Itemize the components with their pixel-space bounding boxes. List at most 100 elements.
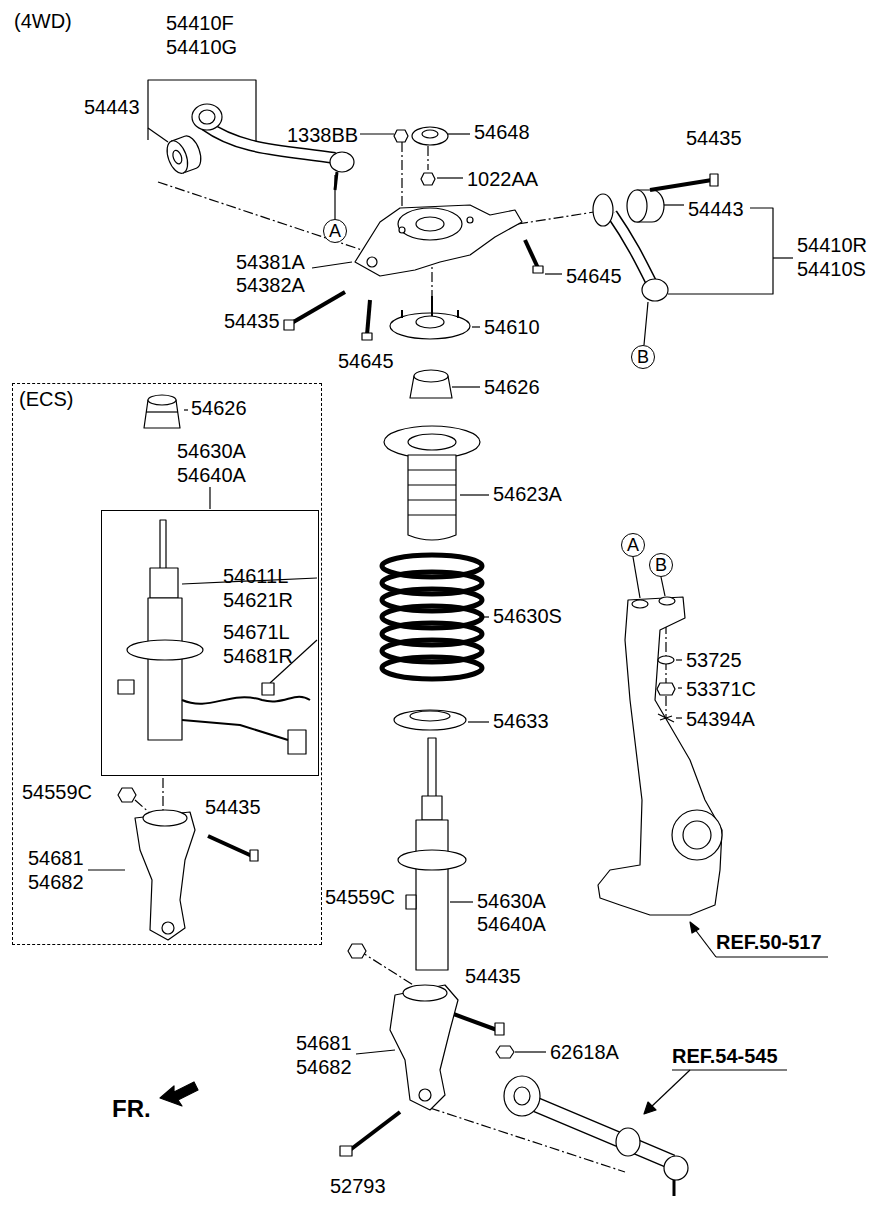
dash-dot-line xyxy=(430,1108,625,1172)
leader-line xyxy=(633,557,640,598)
upper-control-arm xyxy=(335,172,337,190)
washer-nut-pin xyxy=(657,683,675,695)
callout-circle: A xyxy=(621,533,645,557)
bolt xyxy=(284,320,294,330)
reference-label: REF.50-517 xyxy=(716,931,822,953)
leader-line xyxy=(184,409,188,410)
lower-arm xyxy=(664,1156,688,1180)
upper-control-arm xyxy=(330,152,354,172)
callout-letter: B xyxy=(655,556,667,574)
bushing xyxy=(163,138,192,176)
reference-arrow xyxy=(644,922,828,1114)
variant-note: (4WD) xyxy=(14,10,72,32)
bushing xyxy=(171,149,183,165)
callout-number: 54410G xyxy=(166,36,237,58)
leader-line xyxy=(148,128,168,142)
leader-line xyxy=(448,133,470,134)
callout-number: 54410S xyxy=(797,258,866,280)
callout-number: 54633 xyxy=(493,710,549,732)
callout-number: 62618A xyxy=(550,1041,619,1063)
reference-label: REF.54-545 xyxy=(672,1045,778,1067)
leader-line xyxy=(88,869,125,870)
upper-control-arm xyxy=(199,110,215,124)
callout-number: 53725 xyxy=(686,649,742,671)
leader-line xyxy=(668,208,773,294)
spring-seat-boot xyxy=(408,455,456,540)
lower-arm xyxy=(504,1076,688,1196)
leader-line xyxy=(678,687,682,688)
callout-number: 54626 xyxy=(484,376,540,398)
strut-fork xyxy=(135,812,195,940)
callout-number: 54645 xyxy=(338,350,394,372)
callout-number: 54671L xyxy=(223,621,290,643)
strut-fork xyxy=(162,922,174,934)
spring-pad xyxy=(394,710,466,730)
dash-dot-line xyxy=(427,146,428,170)
spring-pad xyxy=(410,711,450,721)
dash-dot-line xyxy=(358,950,418,988)
leader-line xyxy=(437,177,463,178)
leader-line xyxy=(356,1050,395,1054)
callout-letter: A xyxy=(329,222,341,240)
ecs-strut xyxy=(118,520,310,754)
nut xyxy=(394,130,435,185)
callout-number: 54410F xyxy=(166,12,234,34)
ecs-strut xyxy=(150,568,178,598)
steering-knuckle xyxy=(598,597,722,915)
callout-number: 54611L xyxy=(223,565,288,587)
ecs-strut xyxy=(288,730,306,754)
strut-mount-bracket xyxy=(367,257,377,267)
dash-dot-line xyxy=(401,142,402,212)
coil-spring xyxy=(382,657,482,679)
callout-number: 54410R xyxy=(797,234,867,256)
leader-line xyxy=(515,1051,546,1052)
insulator xyxy=(390,296,470,339)
lower-arm xyxy=(514,1087,530,1105)
callout-number: 54630A xyxy=(177,440,246,462)
callout-number: (ECS) xyxy=(19,388,73,410)
strut-mount-bracket xyxy=(399,227,405,233)
callout-number: 1022AA xyxy=(467,168,538,190)
upper-control-arm xyxy=(627,190,647,222)
leader-line xyxy=(209,487,210,509)
direction-label: FR. xyxy=(112,1098,151,1120)
cap xyxy=(422,130,438,138)
strut xyxy=(422,796,442,820)
callout-number: 54630A xyxy=(477,890,546,912)
callout-number: 54681R xyxy=(223,645,293,667)
leader-line xyxy=(452,386,480,387)
callout-number: 54640A xyxy=(177,464,246,486)
lower-arm xyxy=(525,1100,672,1162)
spring-seat-boot xyxy=(384,426,480,458)
bushing xyxy=(163,133,205,176)
ecs-strut xyxy=(148,598,182,740)
cap xyxy=(412,127,448,145)
washer-nut-pin xyxy=(658,656,674,664)
bump-stop xyxy=(146,411,178,412)
callout-number: 54623A xyxy=(493,483,562,505)
reference-arrow xyxy=(644,1102,656,1114)
strut-fork xyxy=(419,1089,431,1101)
bolt xyxy=(340,1146,352,1156)
steering-knuckle xyxy=(598,597,722,915)
strut xyxy=(428,738,436,800)
nut xyxy=(118,788,514,1058)
callout-number: 54381A xyxy=(236,251,305,273)
lower-arm xyxy=(525,1100,672,1162)
leader-line xyxy=(88,80,793,1054)
steering-knuckle xyxy=(683,821,711,849)
strut-fork xyxy=(143,810,187,826)
bolt xyxy=(208,836,252,856)
callout-number: 54621R xyxy=(223,589,293,611)
spring-pad xyxy=(394,710,466,730)
callout-number: 54626 xyxy=(191,397,247,419)
callout-number: 53371C xyxy=(686,678,756,700)
steering-knuckle xyxy=(672,810,722,860)
callout-number: 54382A xyxy=(236,274,305,296)
ecs-strut xyxy=(262,683,274,695)
callout-circle: B xyxy=(649,553,673,577)
leader-line xyxy=(661,577,665,596)
strut-mount-bracket xyxy=(467,217,473,223)
coil-spring xyxy=(382,555,482,679)
bolt xyxy=(495,1023,504,1035)
